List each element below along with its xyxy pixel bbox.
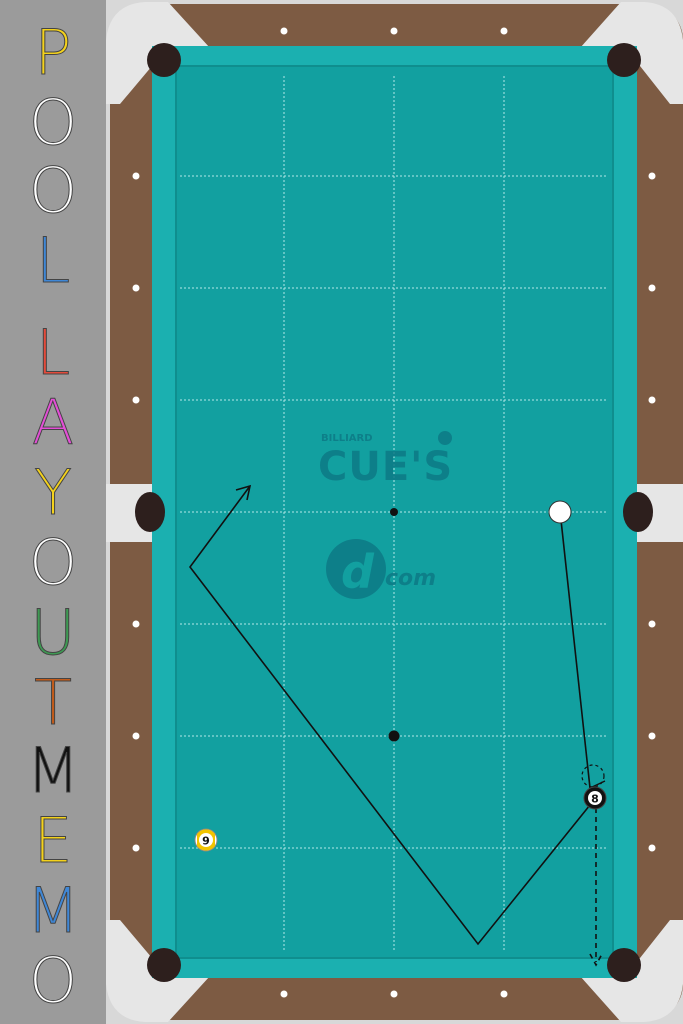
diamond-marker — [648, 620, 656, 628]
logo-d-letter: d — [341, 545, 375, 599]
title-letter: L — [35, 224, 71, 297]
shot-paths — [188, 484, 606, 967]
eight-ball-label: 8 — [591, 793, 599, 806]
cue-ball-path — [560, 519, 591, 789]
diamond-marker — [648, 844, 656, 852]
title-letter: M — [26, 874, 81, 947]
logo-d-icon — [326, 539, 386, 599]
diamond-marker — [132, 732, 140, 740]
pocket-top-left — [147, 43, 181, 77]
diamond-marker — [280, 990, 288, 998]
pocket-bottom-left — [147, 948, 181, 982]
diamond-marker — [500, 27, 508, 35]
pockets — [135, 43, 653, 982]
watermark-logo: BILLIARD CUE'S d com — [318, 431, 453, 599]
diamond-marker — [132, 844, 140, 852]
diamond-marker — [648, 396, 656, 404]
cushion-edge — [175, 65, 614, 959]
title-letter: Y — [34, 456, 73, 529]
title-letter: M — [26, 734, 81, 807]
diamond-marker — [648, 284, 656, 292]
title-letter: U — [30, 596, 76, 669]
nine-ball-label: 9 — [202, 835, 210, 848]
cue-ball — [548, 500, 572, 524]
nine-ball: 9 — [194, 828, 218, 852]
diamond-marker — [132, 620, 140, 628]
diamond-marker — [500, 990, 508, 998]
diamond-marker — [648, 732, 656, 740]
title-letter: O — [28, 944, 78, 1017]
pocket-side-left — [135, 492, 165, 532]
eight-ball: 8 — [583, 786, 607, 810]
logo-main-text: CUE'S — [318, 444, 453, 490]
pool-table: BILLIARD CUE'S d com 8 9 — [106, 0, 683, 1024]
title-letter: T — [34, 666, 73, 739]
pocket-top-right — [607, 43, 641, 77]
title-letter: P — [34, 16, 72, 89]
diamond-marker — [132, 396, 140, 404]
diamond-marker — [132, 172, 140, 180]
logo-small-text: BILLIARD — [321, 433, 373, 444]
pocket-bottom-right — [607, 948, 641, 982]
logo-sub-text: com — [385, 566, 436, 591]
object-ball-path — [188, 485, 595, 946]
pocket-side-right — [623, 492, 653, 532]
arrow-head — [235, 484, 252, 501]
rail-diamonds — [132, 27, 656, 998]
ghost-ball — [581, 764, 605, 788]
diamond-marker — [648, 172, 656, 180]
title-letter: A — [31, 386, 75, 459]
diamond-marker — [280, 27, 288, 35]
center-spot — [390, 508, 398, 516]
title-letter: L — [35, 316, 71, 389]
logo-ball-icon — [438, 431, 452, 445]
diamond-marker — [132, 284, 140, 292]
diamond-marker — [390, 990, 398, 998]
diamond-marker — [390, 27, 398, 35]
title-letter: E — [33, 804, 73, 877]
title-letter: O — [28, 526, 78, 599]
title-letter: O — [28, 86, 78, 159]
position-arrow-head — [589, 953, 603, 967]
title-letter: O — [28, 154, 78, 227]
foot-spot — [388, 730, 400, 742]
